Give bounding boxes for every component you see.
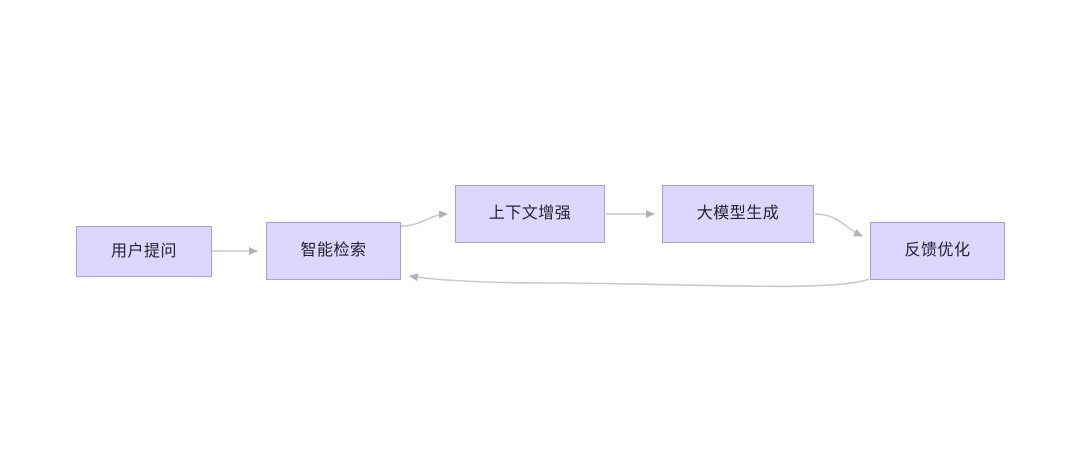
node-user-question[interactable]: 用户提问 [76, 226, 212, 277]
node-user-question-label: 用户提问 [110, 242, 177, 260]
node-context-augmentation[interactable]: 上下文增强 [455, 185, 605, 243]
node-intelligent-retrieval-label: 智能检索 [300, 242, 367, 259]
node-feedback-optimization[interactable]: 反馈优化 [870, 222, 1005, 280]
node-llm-generation[interactable]: 大模型生成 [662, 185, 814, 243]
node-llm-generation-label: 大模型生成 [696, 205, 780, 222]
node-intelligent-retrieval[interactable]: 智能检索 [266, 222, 401, 280]
edge-model-to-feedback [814, 213, 863, 237]
edge-retrieval-to-context [400, 210, 448, 227]
node-feedback-optimization-label: 反馈优化 [904, 242, 971, 259]
node-context-augmentation-label: 上下文增强 [488, 205, 572, 222]
edge-feedback-to-retrieval-loop [409, 273, 870, 288]
